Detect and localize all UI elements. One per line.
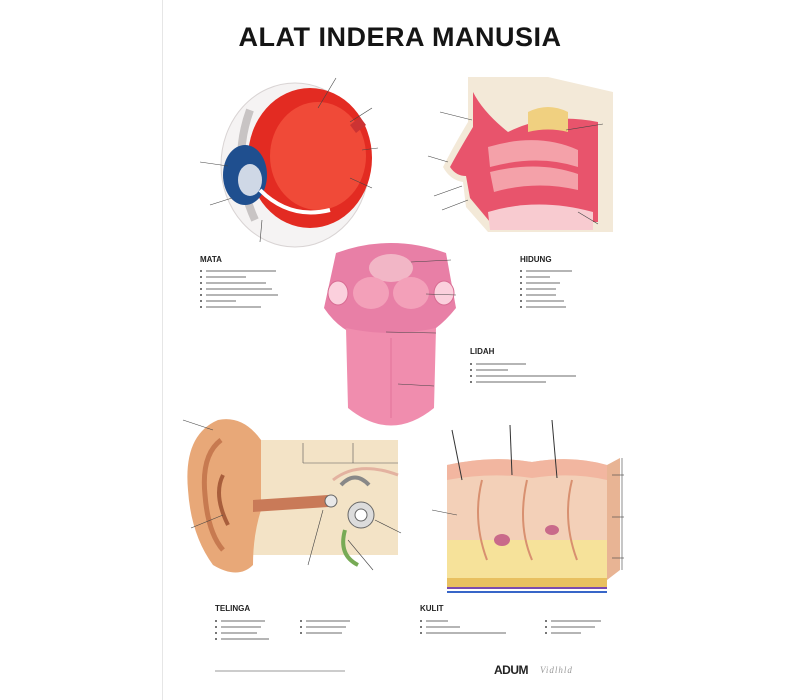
telinga-legend-right [300, 618, 350, 636]
list-item [420, 624, 506, 630]
nose-illustration [427, 77, 613, 232]
list-item [215, 630, 269, 636]
list-item [470, 367, 576, 373]
list-item [520, 298, 572, 304]
poster-title: ALAT INDERA MANUSIA [238, 22, 562, 52]
hidung-legend [520, 268, 572, 310]
list-item [200, 286, 278, 292]
list-item [200, 274, 278, 280]
footer-fineprint [215, 670, 345, 672]
poster-edge [162, 0, 163, 700]
list-item [300, 618, 350, 624]
telinga-heading: TELINGA [215, 604, 251, 613]
kulit-legend-left [420, 618, 506, 636]
list-item [470, 361, 576, 367]
list-item [200, 292, 278, 298]
list-item [420, 630, 506, 636]
brand-logo: ADUM [494, 663, 529, 677]
skin-illustration [431, 419, 624, 593]
hidung-heading: HIDUNG [520, 255, 552, 264]
kulit-legend-right [545, 618, 601, 636]
list-item [470, 379, 576, 385]
list-item [520, 280, 572, 286]
eye-illustration [199, 77, 379, 248]
mata-legend [200, 268, 278, 310]
list-item [470, 373, 576, 379]
list-item [520, 292, 572, 298]
list-item [520, 274, 572, 280]
list-item [520, 268, 572, 274]
list-item [215, 636, 269, 642]
list-item [200, 298, 278, 304]
publisher-mark: Vidlhld [540, 665, 573, 675]
list-item [545, 618, 601, 624]
list-item [200, 268, 278, 274]
ear-illustration [182, 419, 402, 573]
list-item [520, 304, 572, 310]
list-item [520, 286, 572, 292]
lidah-heading: LIDAH [470, 347, 495, 356]
list-item [300, 630, 350, 636]
kulit-heading: KULIT [420, 604, 444, 613]
list-item [545, 624, 601, 630]
list-item [545, 630, 601, 636]
list-item [420, 618, 506, 624]
tongue-illustration [324, 243, 457, 426]
list-item [215, 624, 269, 630]
lidah-legend [470, 361, 576, 385]
mata-heading: MATA [200, 255, 222, 264]
telinga-legend-left [215, 618, 269, 642]
list-item [200, 304, 278, 310]
list-item [200, 280, 278, 286]
list-item [300, 624, 350, 630]
list-item [215, 618, 269, 624]
